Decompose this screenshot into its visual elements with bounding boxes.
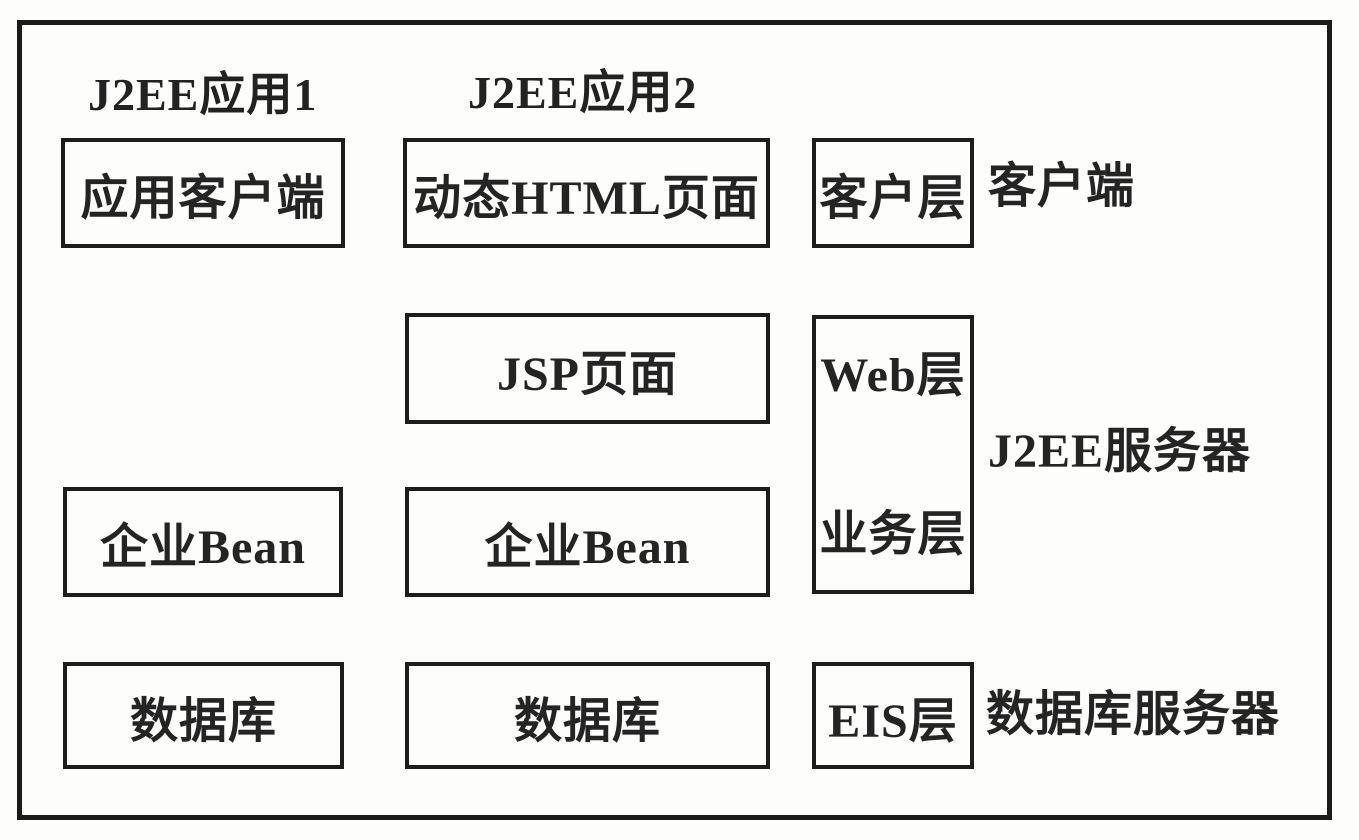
label-business-tier: 业务层 xyxy=(819,508,967,561)
box-application-client: 应用客户端 xyxy=(61,138,345,248)
box-database-app2: 数据库 xyxy=(405,662,770,769)
box-web-business-tiers: Web层 业务层 xyxy=(812,315,974,594)
label-web-tier: Web层 xyxy=(820,349,966,402)
side-label-client: 客户端 xyxy=(988,160,1136,213)
box-enterprise-bean-app2: 企业Bean xyxy=(405,487,770,597)
box-jsp-page: JSP页面 xyxy=(405,313,770,424)
header-j2ee-app1: J2EE应用1 xyxy=(88,69,318,120)
box-eis-tier: EIS层 xyxy=(812,662,974,769)
box-database-app1: 数据库 xyxy=(63,662,344,769)
side-label-database-server: 数据库服务器 xyxy=(986,688,1281,741)
header-j2ee-app2: J2EE应用2 xyxy=(468,67,698,118)
box-dynamic-html-page: 动态HTML页面 xyxy=(403,138,770,248)
side-label-j2ee-server: J2EE服务器 xyxy=(988,425,1252,478)
box-enterprise-bean-app1: 企业Bean xyxy=(63,487,343,597)
box-client-tier: 客户层 xyxy=(812,138,974,248)
